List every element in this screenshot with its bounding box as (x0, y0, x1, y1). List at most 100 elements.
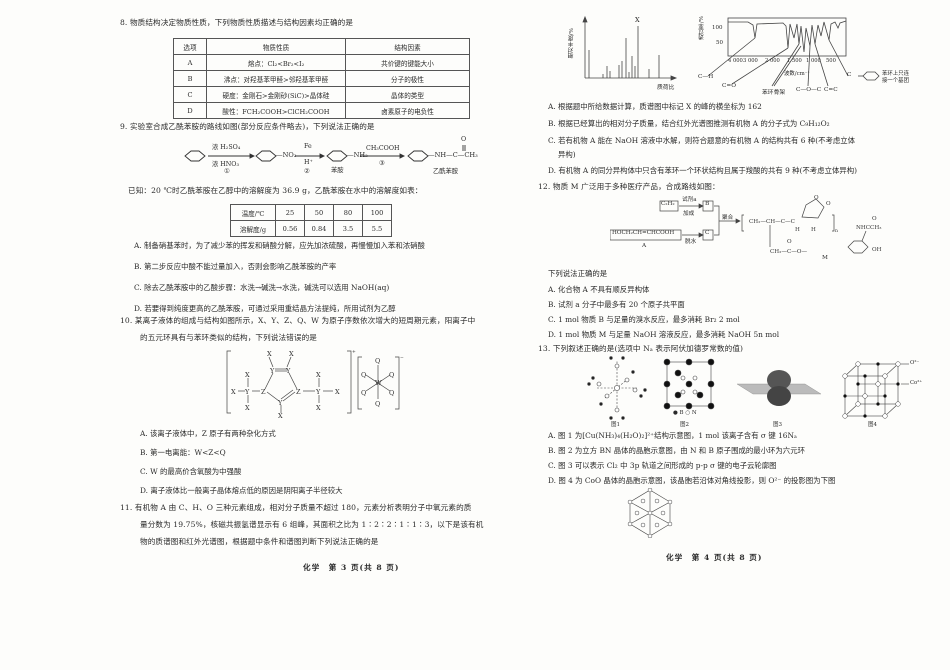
svg-text:Q: Q (361, 371, 366, 379)
figure-2-label: 图2 (680, 422, 689, 428)
q10-option-a: A. 该离子液体中，Z 原子有两种杂化方式 (140, 429, 276, 438)
ms-x-axis-label: 质荷比 (657, 85, 675, 91)
svg-text:Z: Z (261, 388, 266, 396)
table-row: D 酸性：FCH₂COOH>ClCH₂COOH 卤素原子的电负性 (173, 102, 470, 119)
dehydrate-label: 脱水 (685, 239, 697, 245)
ir-label-ring: 苯环骨架 (762, 90, 786, 96)
compound-a-formula: HOCH₂CH=CHCOOH (612, 230, 675, 236)
question-11-stem-line2: 量分数为 19.75%，核磁共振氢谱显示有 6 组峰，其面积之比为 1∶2∶2∶… (140, 520, 484, 529)
q12-option-b: B. 试剂 a 分子中最多有 20 个原子共平面 (548, 300, 685, 309)
step2-reagent-bottom: H⁺ (304, 159, 313, 166)
svg-text:O: O (814, 195, 819, 201)
svg-text:Q: Q (361, 389, 366, 397)
step2-reagent-top: Fe (304, 143, 312, 150)
ir-ytick-50: 50 (716, 40, 723, 46)
acetanilide-name: 乙酰苯胺 (433, 168, 459, 175)
ir-label-coc: C—O—C (796, 87, 822, 93)
q8-header-property: 物质性质 (206, 38, 346, 55)
svg-text:X: X (231, 388, 236, 396)
q12-option-d: D. 1 mol 物质 M 与足量 NaOH 溶液反应，最多消耗 NaOH 5n… (548, 330, 780, 339)
figure-3-label: 图3 (773, 422, 782, 428)
question-10-stem-line2: 的五元环具有与苯环类似的结构，下列说法错误的是 (140, 333, 317, 342)
table-row: A 熔点：Cl₂<Br₂<I₂ 共价键的键能大小 (173, 54, 470, 71)
svg-text:CH₂—C—O—: CH₂—C—O— (770, 249, 807, 255)
q9-option-d: D. 若要得到纯度更高的乙酰苯胺，可通过采用重结晶方法提纯，所用试剂为乙醇 (134, 304, 396, 313)
svg-text:X: X (335, 388, 340, 396)
ir-xtick: 500 (826, 58, 836, 64)
ir-xtick: 4 000 (728, 58, 743, 64)
o2-projection-hexagon (625, 487, 675, 539)
ir-label-mono-substituted: 苯环上只连接一个基团 (882, 71, 909, 84)
compound-a-label: A (642, 243, 647, 249)
aniline-name: 苯胺 (331, 167, 344, 174)
q10-option-d: D. 离子液体比一般离子晶体熔点低的原因是阴阳离子半径较大 (140, 486, 343, 495)
sol-cell: 100 (362, 204, 392, 221)
carbonyl-oxygen: O (461, 136, 467, 143)
svg-text:H: H (811, 227, 816, 233)
figure-1-label: 图1 (611, 422, 620, 428)
svg-text:X: X (316, 371, 321, 379)
svg-text:NHCCH₃: NHCCH₃ (856, 225, 881, 231)
svg-text:Y: Y (315, 388, 321, 396)
ir-xtick: 2 000 (765, 58, 780, 64)
addition-label: 加成 (683, 211, 695, 217)
svg-text:+: + (352, 349, 356, 355)
table-row: 溶解度/g 0.56 0.84 3.5 5.5 (230, 220, 392, 237)
svg-text:Q: Q (389, 371, 394, 379)
ir-label-co: C=O (722, 83, 737, 89)
question-11-stem-line1: 11. 有机物 A 由 C、H、O 三种元素组成，相对分子质量不超过 180，元… (120, 503, 472, 512)
ir-x-axis-label: 波数/cm⁻¹ (784, 71, 810, 77)
ms-peak-x-label: X (635, 16, 640, 24)
sol-cell: 0.84 (304, 220, 334, 237)
q11-option-a: A. 根据题中所给数据计算，质谱图中标记 X 的峰的横坐标为 162 (548, 102, 762, 111)
q9-option-a: A. 制备硝基苯时，为了减少苯的挥发和硝酸分解，应先加浓硫酸，再慢慢加入苯和浓硝… (134, 241, 425, 250)
figure-4-label: 图4 (868, 422, 877, 428)
q8-cell: A (173, 54, 207, 71)
svg-text:−: − (400, 356, 404, 361)
q8-cell: 硬度：金刚石>金刚砂(SiC)>晶体硅 (206, 86, 346, 103)
acetanilide-group: —NH—C—CH₃ (428, 151, 478, 159)
q10-option-c: C. W 的最高价含氧酸为中强酸 (140, 467, 242, 476)
sol-cell: 25 (275, 204, 305, 221)
exam-page-4: X 相对丰度/% 质荷比 透过率/% 100 50 4 000 3 000 (528, 0, 923, 670)
step1-reagent-bottom: 浓 HNO₃ (212, 161, 239, 168)
q8-cell: 卤素原子的电负性 (345, 102, 470, 119)
q8-cell: 共价键的键能大小 (345, 54, 470, 71)
step2-number: ② (304, 168, 310, 175)
svg-text:X: X (278, 412, 283, 419)
q8-header-structure: 结构因素 (345, 38, 470, 55)
q12-prompt: 下列说法正确的是 (548, 269, 608, 278)
svg-text:O: O (787, 239, 792, 245)
ir-xtick: 3 000 (743, 58, 758, 64)
q8-header-option: 选项 (173, 38, 207, 55)
ir-label-ch: C—H (698, 74, 714, 80)
svg-text:Z: Z (296, 388, 301, 396)
amine-group: —NH₂ (347, 151, 368, 159)
svg-text:X: X (316, 404, 321, 412)
q9-option-b: B. 第二步反应中酸不能过量加入，否则会影响乙酰苯胺的产率 (134, 262, 337, 271)
compound-b: B (705, 201, 710, 207)
page-footer-3: 化学 第 3 页(共 8 页) (303, 563, 400, 572)
ir-y-axis-label: 透过率/% (699, 16, 705, 40)
svg-text:X: X (289, 350, 294, 358)
question-9-stem: 9. 实验室合成乙酰苯胺的路线如图(部分反应条件略去)，下列说法正确的是 (120, 122, 375, 131)
q12-option-c: C. 1 mol 物质 B 与足量的溴水反应，最多消耗 Br₂ 2 mol (548, 315, 740, 324)
step1-reagent-top: 浓 H₂SO₄ (212, 144, 241, 151)
q8-cell: 熔点：Cl₂<Br₂<I₂ (206, 54, 346, 71)
ir-xtick: 1 000 (806, 58, 821, 64)
q8-cell: C (173, 86, 207, 103)
svg-text:Y: Y (244, 388, 250, 396)
q11-option-c: C. 若有机物 A 能在 NaOH 溶液中水解，则符合题意的有机物 A 的结构共… (548, 136, 856, 145)
q11-option-b: B. 根据已经算出的相对分子质量，结合红外光谱图推测有机物 A 的分子式为 C₉… (548, 119, 830, 128)
page-footer-4: 化学 第 4 页(共 8 页) (666, 553, 763, 562)
sol-cell: 0.56 (275, 220, 305, 237)
svg-text:Y: Y (277, 399, 283, 407)
table-row: B 沸点：对羟基苯甲醛>邻羟基苯甲醛 分子的极性 (173, 70, 470, 87)
step1-number: ① (224, 168, 230, 175)
acetanilide-synthesis-scheme: 浓 H₂SO₄ 浓 HNO₃ ① —NO₂ Fe H⁺ ② —NH₂ 苯胺 CH… (180, 136, 500, 185)
sol-cell: 5.5 (362, 220, 392, 237)
compound-m-label: M (822, 255, 828, 261)
mass-spectrum-chart: X 相对丰度/% 质荷比 (569, 14, 693, 92)
svg-text:Y: Y (269, 367, 275, 375)
